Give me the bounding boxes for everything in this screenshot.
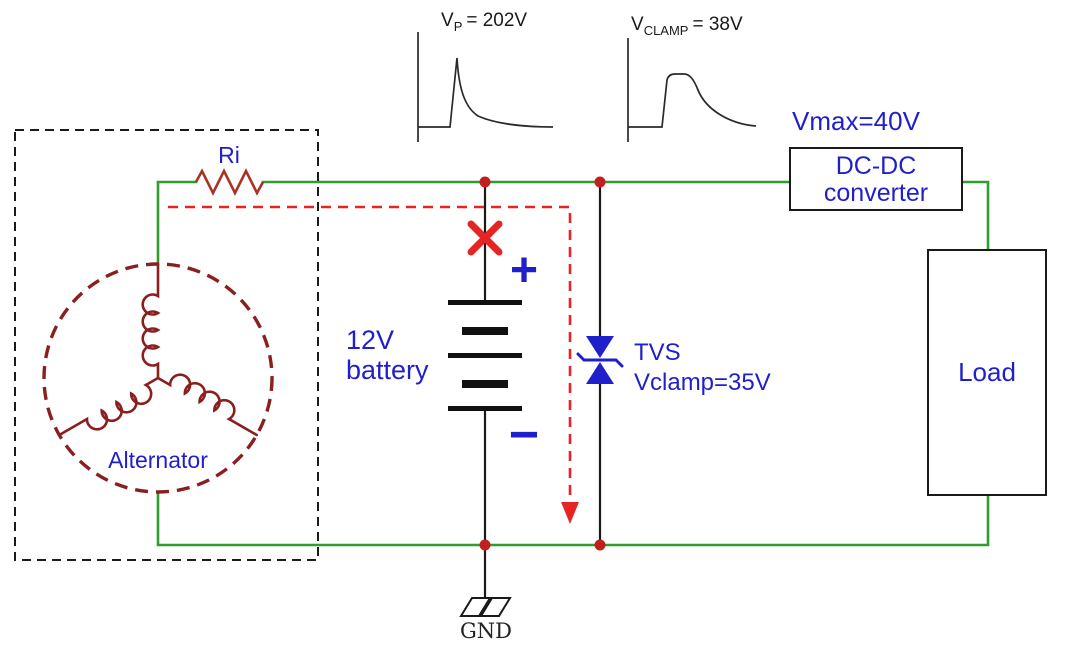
tvs-clamp-bar bbox=[576, 352, 624, 368]
alternator-symbol bbox=[42, 262, 274, 494]
wire-dcdc-to-load bbox=[960, 180, 990, 252]
tvs-vclamp-label: Vclamp=35V bbox=[634, 369, 771, 396]
load-box bbox=[927, 249, 1047, 496]
junction-nodes bbox=[479, 176, 606, 551]
node-battery-top bbox=[479, 176, 491, 188]
vmax-label: Vmax=40V bbox=[792, 106, 921, 136]
battery-plus-sign: + bbox=[510, 244, 538, 297]
waveform-peak-label: VP= 202V bbox=[441, 10, 527, 34]
battery-label-line1: 12V bbox=[346, 325, 394, 355]
node-tvs-bottom bbox=[594, 539, 606, 551]
ground-symbol bbox=[459, 597, 512, 617]
battery-minus-sign: − bbox=[509, 406, 539, 464]
component-labels: Ri Alternator 12V battery + − TVS Vclamp… bbox=[108, 106, 1016, 473]
alternator-winding-right bbox=[156, 373, 259, 437]
battery-symbol bbox=[448, 182, 522, 597]
waveform-clamp-label: VCLAMP= 38V bbox=[631, 14, 743, 38]
load-label: Load bbox=[958, 357, 1016, 387]
dcdc-label-line2: converter bbox=[824, 179, 928, 207]
fault-current-path bbox=[168, 205, 572, 502]
alternator-winding-top bbox=[141, 262, 161, 380]
supply-wires bbox=[156, 180, 990, 547]
alternator-winding-left bbox=[57, 376, 160, 437]
waveform-peak bbox=[417, 32, 554, 142]
battery-plate-long-1 bbox=[448, 300, 522, 305]
battery-plate-long-3 bbox=[448, 406, 522, 411]
alternator-enclosure bbox=[14, 129, 319, 561]
battery-plate-short-1 bbox=[462, 327, 508, 335]
tvs-triangle-bottom bbox=[586, 362, 614, 384]
battery-label-line2: battery bbox=[346, 355, 429, 385]
resistor-ri bbox=[194, 168, 265, 196]
dcdc-label-line1: DC-DC bbox=[836, 152, 917, 180]
fault-arrowhead bbox=[561, 502, 579, 524]
wire-bottom-rail bbox=[156, 490, 990, 547]
waveform-clamp bbox=[627, 38, 757, 142]
tvs-symbol bbox=[576, 182, 624, 545]
node-battery-bottom bbox=[479, 539, 491, 551]
waveform-peak-curve bbox=[418, 57, 554, 128]
tvs-triangle-top bbox=[586, 336, 614, 358]
wire-alternator-top bbox=[156, 180, 198, 266]
alternator-label: Alternator bbox=[108, 447, 208, 473]
ground-bar-right bbox=[479, 597, 512, 617]
battery-disconnect-x-icon bbox=[467, 220, 503, 256]
node-tvs-top bbox=[594, 176, 606, 188]
dcdc-converter-box bbox=[789, 147, 963, 211]
battery-plate-long-2 bbox=[448, 353, 522, 358]
waveform-clamp-curve bbox=[628, 73, 757, 128]
ground-bar-left bbox=[459, 597, 492, 617]
fault-overlay bbox=[168, 205, 579, 524]
battery-plate-short-2 bbox=[462, 380, 508, 388]
gnd-label: GND bbox=[460, 619, 512, 643]
ri-label: Ri bbox=[218, 142, 240, 168]
tvs-label: TVS bbox=[634, 339, 681, 366]
